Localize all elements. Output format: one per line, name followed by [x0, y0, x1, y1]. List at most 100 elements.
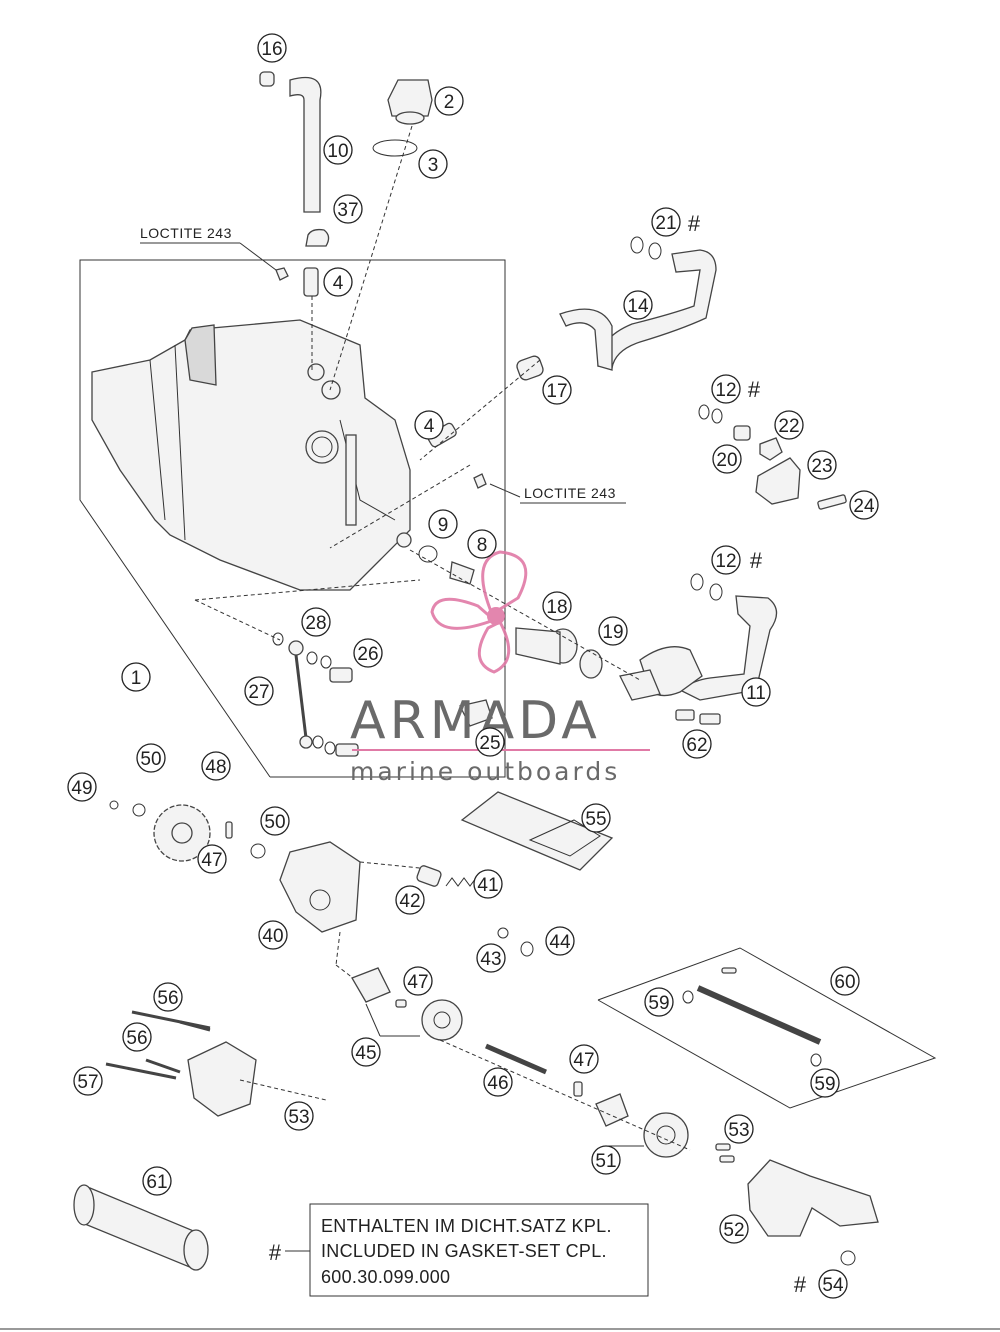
gasket-set-mark-h21: #: [688, 211, 701, 236]
callout-number: 4: [424, 416, 435, 437]
callout-c28: 28: [301, 607, 331, 637]
callout-number: 10: [327, 141, 348, 162]
callout-circle: [644, 987, 674, 1017]
callout-circle: [810, 1068, 840, 1098]
callout-number: 20: [716, 450, 737, 471]
gasket-set-mark-h54: #: [794, 1272, 807, 1297]
callout-c41: 41: [473, 869, 503, 899]
callout-c50a: 50: [136, 743, 166, 773]
callout-number: 12: [715, 380, 736, 401]
callout-circle: [301, 607, 331, 637]
callout-number: 37: [337, 200, 358, 221]
bracket-parts: [698, 404, 847, 510]
callout-circle: [651, 207, 681, 237]
callout-circle: [122, 1022, 152, 1052]
callout-layer: 1234489101112121416171819202122232425262…: [67, 33, 879, 1299]
callout-circle: [724, 1114, 754, 1144]
loctite-note-top: LOCTITE 243: [140, 225, 232, 241]
callout-c18: 18: [542, 591, 572, 621]
callout-c52: 52: [719, 1214, 749, 1244]
callout-c8: 8: [467, 529, 497, 559]
callout-number: 60: [834, 972, 855, 993]
callout-circle: [818, 1269, 848, 1299]
callout-number: 47: [407, 972, 428, 993]
callout-c50b: 50: [260, 806, 290, 836]
callout-c54: 54: [818, 1269, 848, 1299]
callout-circle: [260, 806, 290, 836]
callout-c59b: 59: [810, 1068, 840, 1098]
callout-c57: 57: [73, 1066, 103, 1096]
callout-c9: 9: [428, 509, 458, 539]
callout-circle: [682, 729, 712, 759]
callout-c11: 11: [741, 677, 771, 707]
callout-number: 3: [428, 155, 439, 176]
callout-circle: [711, 374, 741, 404]
callout-number: 53: [728, 1120, 749, 1141]
callout-number: 17: [546, 381, 567, 402]
callout-c12a: 12: [711, 374, 741, 404]
callout-c51: 51: [591, 1145, 621, 1175]
callout-number: 61: [146, 1172, 167, 1193]
callout-circle: [598, 616, 628, 646]
callout-number: 12: [715, 551, 736, 572]
callout-circle: [849, 490, 879, 520]
callout-number: 47: [201, 850, 222, 871]
upper-hose-parts: [140, 236, 717, 549]
callout-c16: 16: [257, 33, 287, 63]
callout-number: 11: [746, 683, 766, 704]
callout-c55: 55: [581, 803, 611, 833]
callout-c19: 19: [598, 616, 628, 646]
callout-circle: [418, 149, 448, 179]
callout-number: 28: [305, 613, 326, 634]
callout-number: 43: [480, 949, 501, 970]
callout-circle: [428, 509, 458, 539]
watermark-tagline: marine outboards: [350, 757, 620, 786]
callout-circle: [542, 591, 572, 621]
callout-c60: 60: [830, 966, 860, 996]
callout-c59a: 59: [644, 987, 674, 1017]
callout-circle: [395, 885, 425, 915]
hash-layer: #####: [269, 211, 807, 1297]
callout-circle: [136, 743, 166, 773]
callout-c47c: 47: [569, 1044, 599, 1074]
callout-circle: [712, 444, 742, 474]
callout-circle: [711, 545, 741, 575]
callout-number: 4: [333, 273, 344, 294]
callout-number: 44: [549, 932, 571, 953]
oil-tank-assembly-frame: [79, 259, 506, 778]
callout-c2: 2: [434, 86, 464, 116]
callout-circle: [476, 943, 506, 973]
callout-number: 53: [288, 1107, 309, 1128]
callout-circle: [569, 1044, 599, 1074]
callout-c47b: 47: [403, 966, 433, 996]
gasket-set-mark-h12a: #: [748, 377, 761, 402]
callout-c40: 40: [258, 920, 288, 950]
callout-circle: [333, 194, 363, 224]
part-60-frame: [597, 947, 937, 1109]
oil-tank: [91, 319, 412, 591]
callout-number: 23: [811, 456, 832, 477]
callout-c26: 26: [353, 638, 383, 668]
callout-circle: [142, 1166, 172, 1196]
callout-circle: [545, 926, 575, 956]
callout-number: 41: [477, 875, 498, 896]
callout-c12b: 12: [711, 545, 741, 575]
callout-c48: 48: [201, 751, 231, 781]
callout-number: 2: [444, 92, 455, 113]
callout-circle: [284, 1101, 314, 1131]
callout-circle: [807, 450, 837, 480]
callout-circle: [581, 803, 611, 833]
pump-cover-parts: [105, 1010, 327, 1117]
callout-number: 24: [853, 496, 875, 517]
callout-number: 49: [71, 778, 92, 799]
callout-number: 8: [477, 535, 488, 556]
callout-c47a: 47: [197, 844, 227, 874]
callout-number: 56: [126, 1028, 147, 1049]
callout-circle: [719, 1214, 749, 1244]
callout-circle: [623, 290, 653, 320]
callout-circle: [591, 1145, 621, 1175]
legend-line-2: INCLUDED IN GASKET-SET CPL.: [321, 1241, 607, 1261]
callout-c61: 61: [142, 1166, 172, 1196]
callout-c62: 62: [682, 729, 712, 759]
